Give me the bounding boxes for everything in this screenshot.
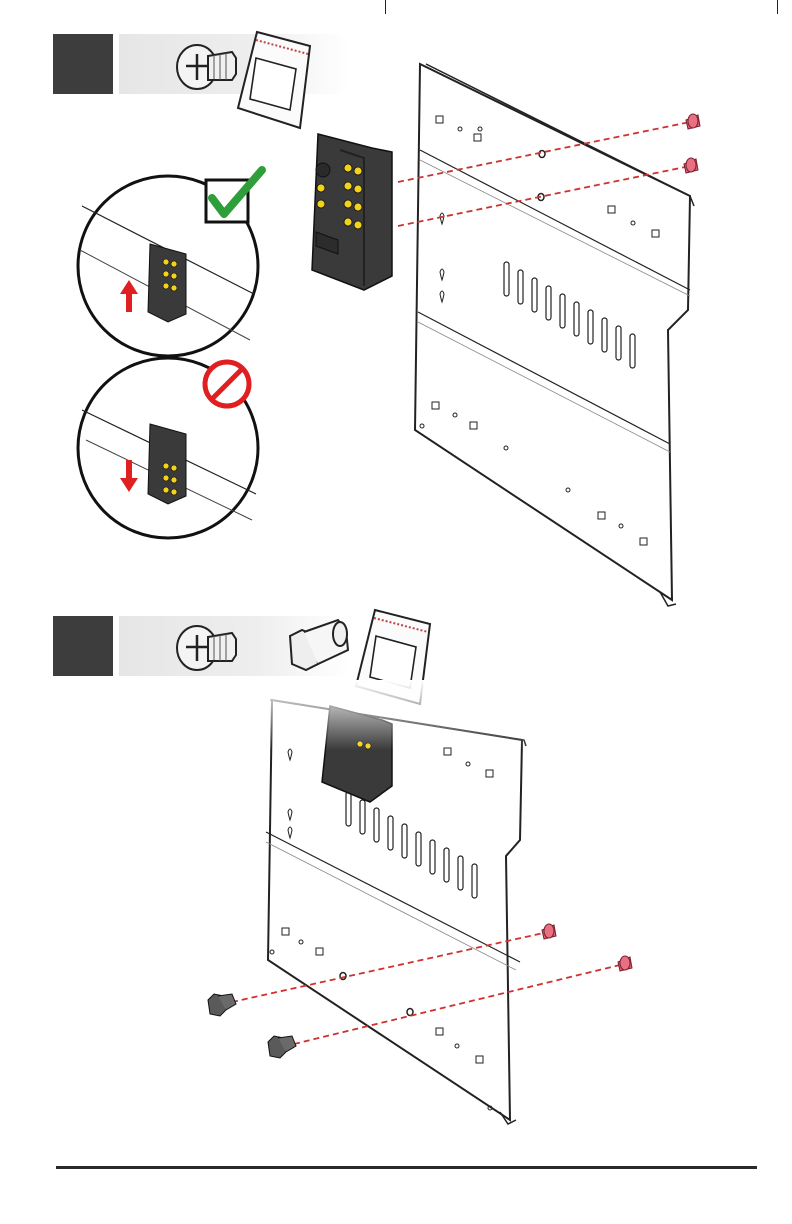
screw-icon — [177, 626, 236, 670]
screw-icon — [686, 114, 700, 129]
footer-rule — [56, 1166, 757, 1169]
nut-cap-icon — [268, 1036, 296, 1058]
checkmark-icon — [206, 170, 262, 222]
nut-cap-icon — [208, 994, 236, 1016]
step-2-panel — [262, 680, 552, 1124]
screw-icon — [684, 158, 698, 173]
screw-icon — [177, 45, 236, 89]
nut-cap-icon — [290, 620, 348, 670]
mounting-bracket — [312, 134, 392, 290]
parts-bag-icon — [238, 32, 310, 128]
prohibited-icon — [205, 362, 249, 406]
screw-icon — [618, 956, 632, 971]
screw-icon — [542, 924, 556, 939]
step-1-panel — [415, 64, 694, 606]
